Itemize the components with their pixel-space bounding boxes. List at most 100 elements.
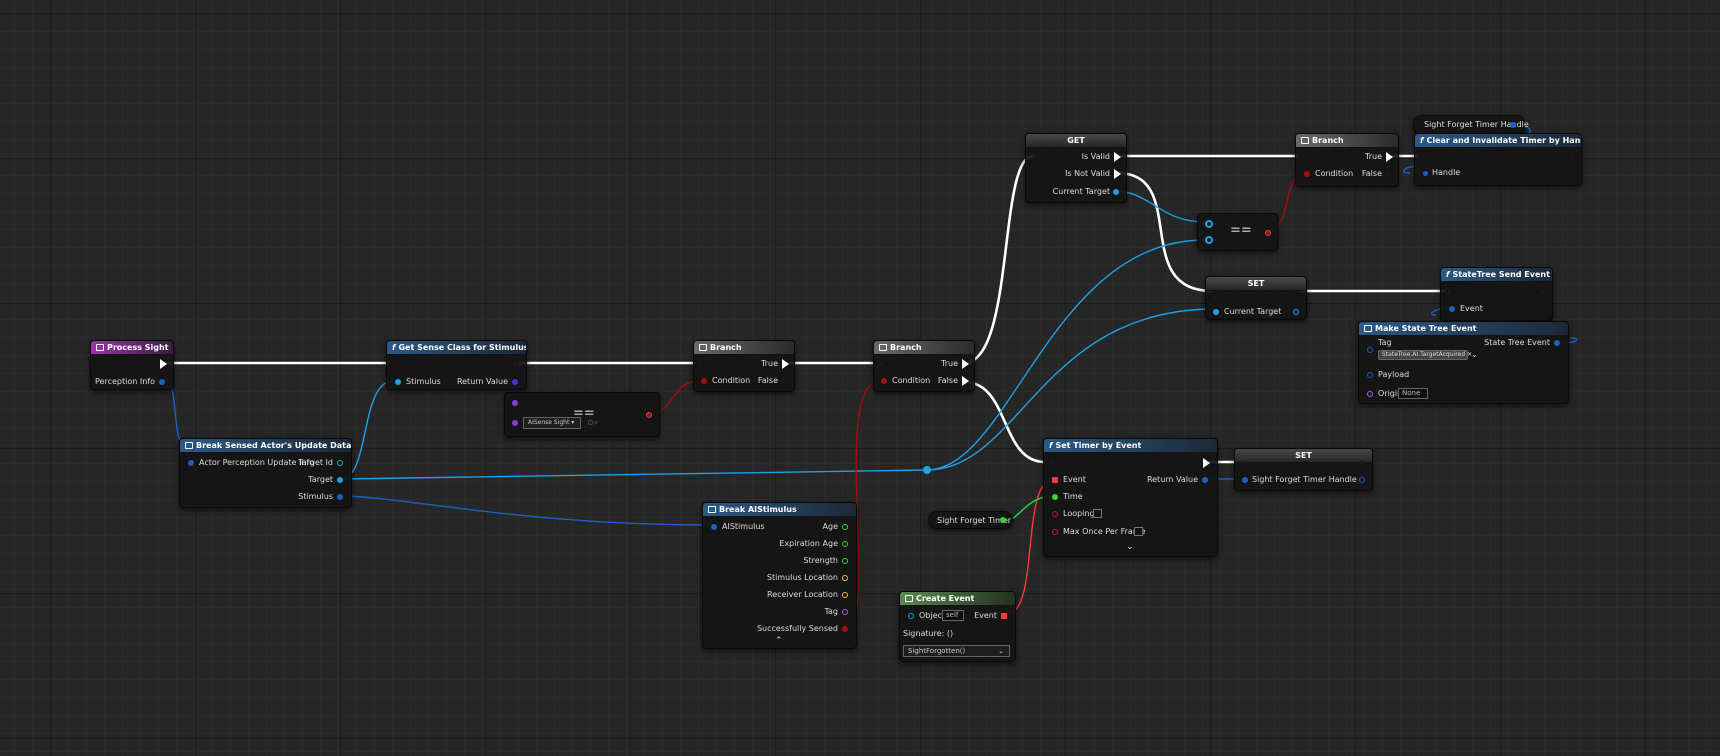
chevron-down-icon[interactable]: ⌄ [1471,350,1478,359]
set-header[interactable]: SET [1206,277,1306,291]
bool-pin[interactable] [881,378,887,384]
sight-forget-timer-variable[interactable]: Sight Forget Timer [928,511,1013,529]
bool-pin[interactable] [1052,529,1058,535]
break-update-data-node[interactable]: Break Sensed Actor's Update Data Actor P… [179,438,352,508]
set-current-target-node[interactable]: SET Current Target [1205,276,1307,320]
break-aistimulus-node[interactable]: Break AIStimulus AIStimulus Age Expirati… [702,502,857,649]
struct-pin[interactable] [159,379,165,385]
bool-pin[interactable] [1304,171,1310,177]
vector-pin[interactable] [842,575,848,581]
object-pin[interactable] [1205,236,1213,244]
struct-pin[interactable] [337,460,343,466]
equal-target-node[interactable]: == [1197,213,1278,251]
struct-pin[interactable] [1359,477,1365,483]
process-sight-event-node[interactable]: Process Sight Perception Info [90,340,174,390]
set-header[interactable]: SET [1235,449,1372,463]
exec-in-pin[interactable] [1241,458,1248,468]
exec-in-pin[interactable] [1302,152,1309,162]
get-validated-node[interactable]: GET Is Valid Is Not Valid Current Target [1025,133,1127,203]
object-pin[interactable] [337,477,343,483]
exec-out-pin[interactable] [1359,458,1366,468]
collapse-chevron-icon[interactable]: ⌃ [775,636,783,646]
delegate-pin[interactable] [1001,613,1007,619]
struct-pin[interactable] [1202,477,1208,483]
bool-pin[interactable] [646,412,652,418]
struct-pin[interactable] [337,494,343,500]
exec-out-pin[interactable] [1540,287,1547,297]
exec-out-pin[interactable] [782,359,789,369]
max-once-checkbox[interactable] [1134,527,1143,536]
exec-out-pin[interactable] [782,376,789,386]
tag-chip[interactable]: StateTree.AI.TargetAcquired ✕ [1378,350,1472,360]
exec-out-pin[interactable] [1386,169,1393,179]
tag-pin[interactable] [842,609,848,615]
struct-pin[interactable] [1510,122,1516,128]
search-icon[interactable]: ⊙⌕ [587,418,599,427]
branch-node-1[interactable]: Branch True Condition False [693,340,795,392]
float-pin[interactable] [842,541,848,547]
set-sight-forget-timer-handle-node[interactable]: SET Sight Forget Timer Handle [1234,448,1373,491]
exec-in-pin[interactable] [1212,292,1219,302]
exec-in-pin[interactable] [1050,458,1057,468]
byte-pin[interactable] [512,420,518,426]
close-icon[interactable]: ✕ [1466,351,1472,358]
create-event-header[interactable]: Create Event [900,592,1015,606]
struct-pin[interactable] [188,460,194,466]
object-pin[interactable] [1205,220,1213,228]
exec-in-pin[interactable] [1032,152,1039,162]
struct-pin[interactable] [1423,171,1428,176]
reroute-node[interactable] [923,466,931,474]
process-sight-header[interactable]: Process Sight [91,341,173,355]
branch-header[interactable]: Branch [1296,134,1398,148]
function-select[interactable]: SightForgotten()⌄ [903,645,1010,657]
float-pin[interactable] [842,558,848,564]
exec-out-pin[interactable] [513,359,520,369]
exec-in-pin[interactable] [879,359,886,369]
struct-pin[interactable] [1242,477,1248,483]
float-pin[interactable] [842,524,848,530]
looping-checkbox[interactable] [1093,509,1102,518]
struct-pin[interactable] [1449,306,1455,312]
struct-pin[interactable] [1367,372,1373,378]
exec-out-pin[interactable] [1114,152,1121,162]
bool-pin[interactable] [842,626,848,632]
branch-node-3[interactable]: Branch True Condition False [1295,133,1399,187]
break-aistimulus-header[interactable]: Break AIStimulus [703,503,856,517]
make-event-header[interactable]: Make State Tree Event [1359,322,1568,336]
exec-out-pin[interactable] [962,359,969,369]
struct-pin[interactable] [1554,340,1560,346]
bool-pin[interactable] [1265,230,1271,236]
object-pin[interactable] [1213,309,1219,315]
float-pin[interactable] [1052,494,1058,500]
bool-pin[interactable] [1052,511,1058,517]
float-pin[interactable] [1000,517,1006,523]
exec-in-pin[interactable] [1421,152,1428,162]
exec-out-pin[interactable] [1294,292,1301,302]
vector-pin[interactable] [842,592,848,598]
byte-pin[interactable] [512,400,518,406]
struct-pin[interactable] [1367,347,1373,353]
bool-pin[interactable] [701,378,707,384]
expand-chevron-icon[interactable]: ⌄ [1126,542,1134,552]
exec-out-pin[interactable] [1203,458,1210,468]
equal-sense-node[interactable]: AISense Sight ▾ ⊙⌕ == [504,392,660,437]
branch-node-2[interactable]: Branch True Condition False [873,340,975,392]
sense-select[interactable]: AISense Sight ▾ [523,417,581,429]
delegate-pin[interactable] [1052,477,1058,483]
struct-pin[interactable] [711,524,717,530]
exec-out-pin[interactable] [1386,152,1393,162]
object-pin[interactable] [395,379,401,385]
exec-out-pin[interactable] [160,359,167,369]
object-pin[interactable] [1293,309,1299,315]
break-update-header[interactable]: Break Sensed Actor's Update Data [180,439,351,453]
exec-in-pin[interactable] [699,359,706,369]
exec-in-pin[interactable] [1447,287,1454,297]
